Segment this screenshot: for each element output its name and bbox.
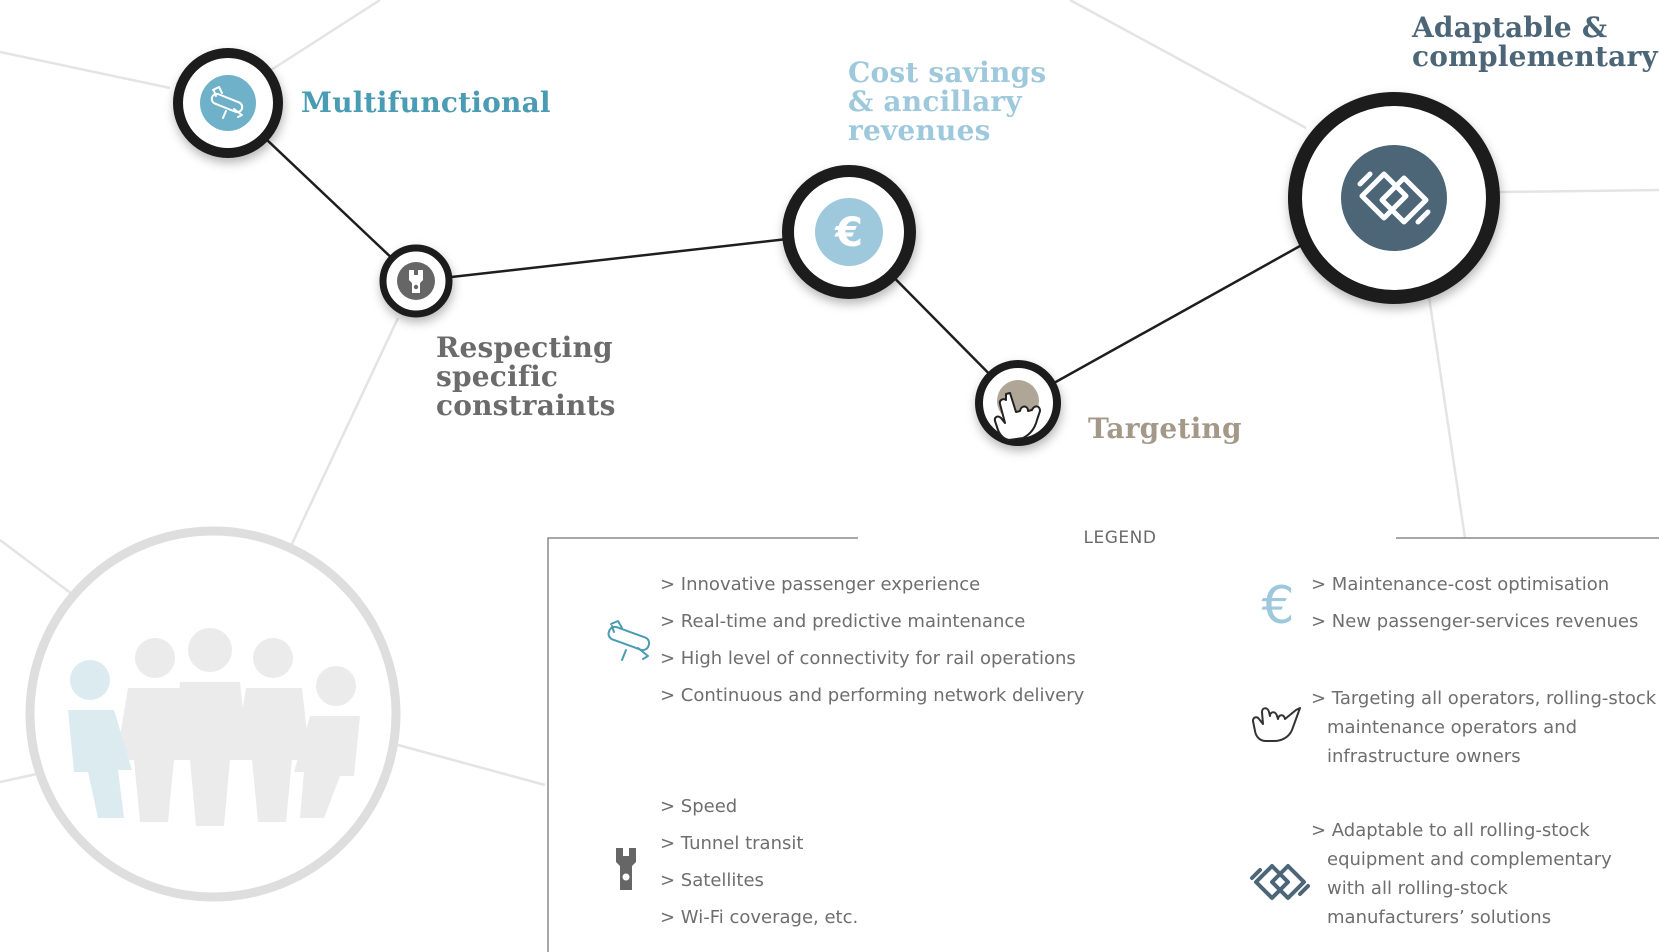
legend-pointing-hand-icon bbox=[1252, 707, 1301, 742]
legend-item: > Innovative passenger experience bbox=[660, 574, 981, 595]
legend-wrench-icon bbox=[616, 848, 636, 890]
legend-constraints-list: > Speed > Tunnel transit > Satellites > … bbox=[660, 796, 858, 944]
legend-item: > Tunnel transit bbox=[660, 833, 804, 854]
legend-item: > Satellites bbox=[660, 870, 764, 891]
legend-item: > Real-time and predictive maintenance bbox=[660, 611, 1026, 632]
node-title-adaptable: Adaptable & complementary bbox=[1412, 11, 1658, 73]
legend-swiss-army-knife-icon bbox=[607, 620, 651, 661]
legend-item: > New passenger-services revenues bbox=[1311, 611, 1639, 632]
legend-interlocking-diamonds-icon bbox=[1250, 864, 1310, 900]
legend-multifunctional-list: > Innovative passenger experience > Real… bbox=[660, 574, 1084, 722]
euro-icon: € bbox=[834, 210, 863, 256]
node-cost-savings: € bbox=[782, 165, 916, 299]
legend-frame bbox=[547, 537, 1659, 952]
legend-adaptable-text: > Adaptable to all rolling-stock equipme… bbox=[1311, 820, 1612, 928]
legend-item: > Maintenance-cost optimisation bbox=[1311, 574, 1610, 595]
pointing-hand-icon bbox=[993, 392, 1041, 441]
swiss-army-knife-icon bbox=[210, 86, 244, 119]
node-title-cost-savings: Cost savings & ancillary revenues bbox=[848, 56, 1047, 147]
legend-item: > Continuous and performing network deli… bbox=[660, 685, 1085, 706]
node-targeting bbox=[975, 360, 1061, 446]
legend-targeting-text: > Targeting all operators, rolling-stock… bbox=[1311, 688, 1657, 767]
interlocking-diamonds-icon bbox=[1357, 171, 1431, 225]
background-lines bbox=[0, 0, 1659, 787]
node-title-constraints: Respecting specific constraints bbox=[436, 331, 616, 422]
node-adaptable bbox=[1288, 92, 1500, 304]
node-multifunctional bbox=[173, 48, 283, 158]
legend-item: > High level of connectivity for rail op… bbox=[660, 648, 1076, 669]
people-group-icon bbox=[25, 526, 401, 902]
node-title-multifunctional: Multifunctional bbox=[301, 86, 551, 119]
node-title-targeting: Targeting bbox=[1088, 412, 1242, 445]
legend-euro-icon: € bbox=[1261, 576, 1294, 636]
legend-item: > Speed bbox=[660, 796, 738, 817]
legend-cost-list: > Maintenance-cost optimisation > New pa… bbox=[1311, 574, 1638, 648]
node-constraints bbox=[379, 244, 453, 318]
legend-item: > Wi-Fi coverage, etc. bbox=[660, 907, 859, 928]
legend-title: LEGEND bbox=[1083, 528, 1157, 548]
wrench-icon bbox=[409, 270, 423, 293]
